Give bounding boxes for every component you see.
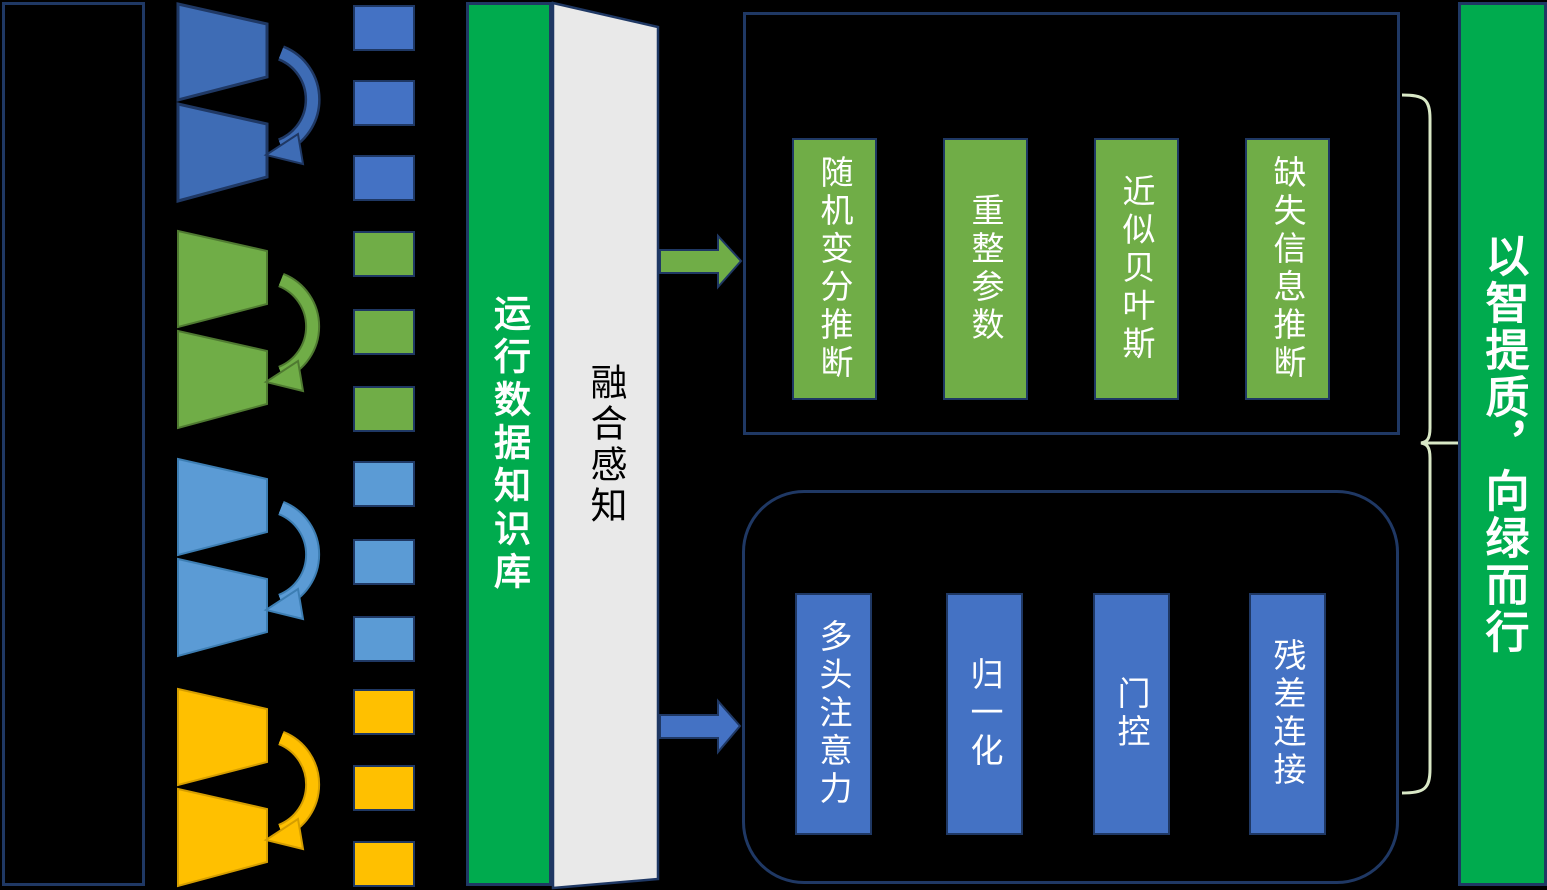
data-square [353,5,415,51]
module-item-label: 重整参数 [967,193,1004,345]
data-square [353,461,415,507]
module-item-label: 多头注意力 [815,619,852,809]
encoder-group-1 [176,2,321,203]
data-square [353,539,415,585]
cycle-arrow-icon [263,731,321,851]
cycle-arrow-icon [263,45,321,166]
module-item-label: 归一化 [966,657,1003,771]
fusion-perception-label-wrap: 融合感知 [553,0,658,890]
module-item: 近似贝叶斯 [1094,138,1179,400]
module-item: 重整参数 [943,138,1028,400]
encoder-group-4 [177,687,321,888]
data-square [353,80,415,126]
module-item-label: 残差连接 [1269,638,1306,790]
data-square [353,386,415,432]
data-square [353,765,415,811]
data-square [353,841,415,887]
data-square [353,155,415,201]
module-item: 残差连接 [1249,593,1326,835]
goal-bar-label: 以智提质，向绿而行 [1478,232,1528,656]
module-item-label: 缺失信息推断 [1269,155,1306,383]
grouping-brace [1401,93,1459,795]
knowledge-base-label: 运行数据知识库 [488,293,530,595]
goal-bar: 以智提质，向绿而行 [1458,2,1547,886]
knowledge-base-bar: 运行数据知识库 [466,2,552,886]
data-square [353,309,415,355]
fusion-perception-shape [551,1,660,890]
module-item: 多头注意力 [795,593,872,835]
module-item-label: 随机变分推断 [816,155,853,383]
fusion-to-top-box-arrow-icon [659,233,743,290]
data-square [353,689,415,735]
module-item: 归一化 [946,593,1023,835]
module-item-label: 门控 [1113,676,1150,752]
fusion-to-bottom-box-arrow-icon [659,698,742,755]
cycle-arrow-icon [263,501,321,621]
encoder-group-2 [177,229,321,430]
module-item: 随机变分推断 [792,138,877,400]
module-item: 缺失信息推断 [1245,138,1330,400]
fusion-perception-label: 融合感知 [585,363,626,527]
cycle-arrow-icon [263,273,321,393]
module-item: 门控 [1093,593,1170,835]
module-item-label: 近似贝叶斯 [1118,174,1155,364]
encoder-group-3 [177,457,321,658]
input-panel [2,2,145,886]
data-square [353,616,415,662]
data-square [353,231,415,277]
